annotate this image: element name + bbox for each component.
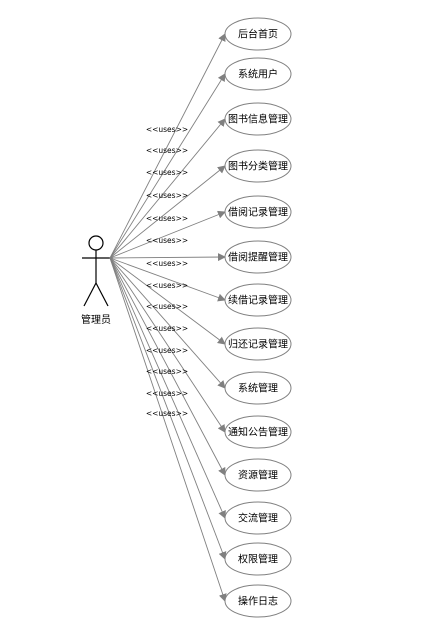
use-case-1: 后台首页 (224, 17, 292, 51)
uses-connector (109, 257, 226, 302)
use-case-4: 图书分类管理 (224, 149, 292, 183)
uses-labels: <<uses>> <<uses>> <<uses>> <<uses>> <<uses>>… (146, 125, 188, 418)
uses-label: <<uses>> (146, 191, 188, 200)
use-case-13: 权限管理 (224, 542, 292, 576)
uses-label: <<uses>> (146, 125, 188, 134)
uses-label: <<uses>> (146, 259, 188, 268)
use-case-10: 通知公告管理 (224, 415, 292, 449)
use-case-ellipse (224, 584, 292, 618)
use-case-ellipse (224, 102, 292, 136)
use-case-label: 归还记录管理 (228, 338, 288, 351)
use-case-11: 资源管理 (224, 458, 292, 492)
use-case-7: 续借记录管理 (224, 283, 292, 317)
uses-connector (109, 257, 226, 389)
uses-label: <<uses>> (146, 236, 188, 245)
uses-label: <<uses>> (146, 281, 188, 290)
uses-connectors (109, 33, 227, 602)
use-case-label: 交流管理 (238, 512, 278, 525)
uses-label: <<uses>> (146, 168, 188, 177)
uses-connector (109, 257, 227, 602)
use-case-ellipse (224, 240, 292, 274)
use-case-14: 操作日志 (224, 584, 292, 618)
use-case-ellipse (224, 501, 292, 535)
use-case-ellipse (224, 17, 292, 51)
use-case-ellipse (224, 149, 292, 183)
uses-connector (109, 257, 226, 433)
uses-label: <<uses>> (146, 302, 188, 311)
use-case-9: 系统管理 (224, 371, 292, 405)
use-case-8: 归还记录管理 (224, 327, 292, 361)
uses-label: <<uses>> (146, 367, 188, 376)
actor-leg-left (83, 282, 97, 307)
uses-connector (109, 257, 226, 476)
use-case-label: 图书信息管理 (228, 113, 288, 126)
use-case-label: 借阅记录管理 (228, 206, 288, 219)
use-case-ellipse (224, 195, 292, 229)
use-case-label: 系统管理 (238, 382, 278, 395)
use-case-ellipse (224, 458, 292, 492)
use-case-label: 借阅提醒管理 (228, 251, 288, 264)
uses-connector (109, 257, 226, 345)
uses-label: <<uses>> (146, 346, 188, 355)
use-case-label: 后台首页 (238, 28, 278, 41)
uses-connector (109, 210, 226, 259)
uses-connector (109, 253, 226, 262)
use-case-label: 续借记录管理 (228, 294, 288, 307)
actor-label: 管理员 (81, 315, 111, 326)
use-case-3: 图书信息管理 (224, 102, 292, 136)
use-case-label: 资源管理 (238, 469, 278, 482)
use-case-ellipse (224, 542, 292, 576)
use-case-12: 交流管理 (224, 501, 292, 535)
use-case-ellipse (224, 283, 292, 317)
uses-label: <<uses>> (146, 409, 188, 418)
use-cases: 后台首页系统用户图书信息管理图书分类管理借阅记录管理借阅提醒管理续借记录管理归还… (224, 17, 292, 618)
use-case-label: 图书分类管理 (228, 160, 288, 173)
use-case-5: 借阅记录管理 (224, 195, 292, 229)
use-case-2: 系统用户 (224, 57, 292, 91)
uses-label: <<uses>> (146, 389, 188, 398)
uses-label: <<uses>> (146, 146, 188, 155)
use-case-label: 操作日志 (238, 595, 278, 608)
actor-figure (82, 235, 110, 307)
use-case-ellipse (224, 327, 292, 361)
use-case-label: 权限管理 (238, 553, 278, 566)
uses-label: <<uses>> (146, 324, 188, 333)
use-case-label: 系统用户 (238, 68, 278, 81)
use-case-ellipse (224, 57, 292, 91)
uses-connector (109, 118, 226, 259)
use-case-ellipse (224, 371, 292, 405)
use-case-label: 通知公告管理 (228, 426, 288, 439)
uses-connector (109, 33, 226, 259)
uses-connector (109, 257, 227, 560)
uses-connector (109, 257, 226, 519)
use-case-6: 借阅提醒管理 (224, 240, 292, 274)
use-case-ellipse (224, 415, 292, 449)
actor-head (88, 235, 104, 251)
uses-connector (109, 165, 226, 259)
actor-leg-right (95, 282, 109, 307)
uses-connector (109, 73, 226, 259)
uses-label: <<uses>> (146, 214, 188, 223)
